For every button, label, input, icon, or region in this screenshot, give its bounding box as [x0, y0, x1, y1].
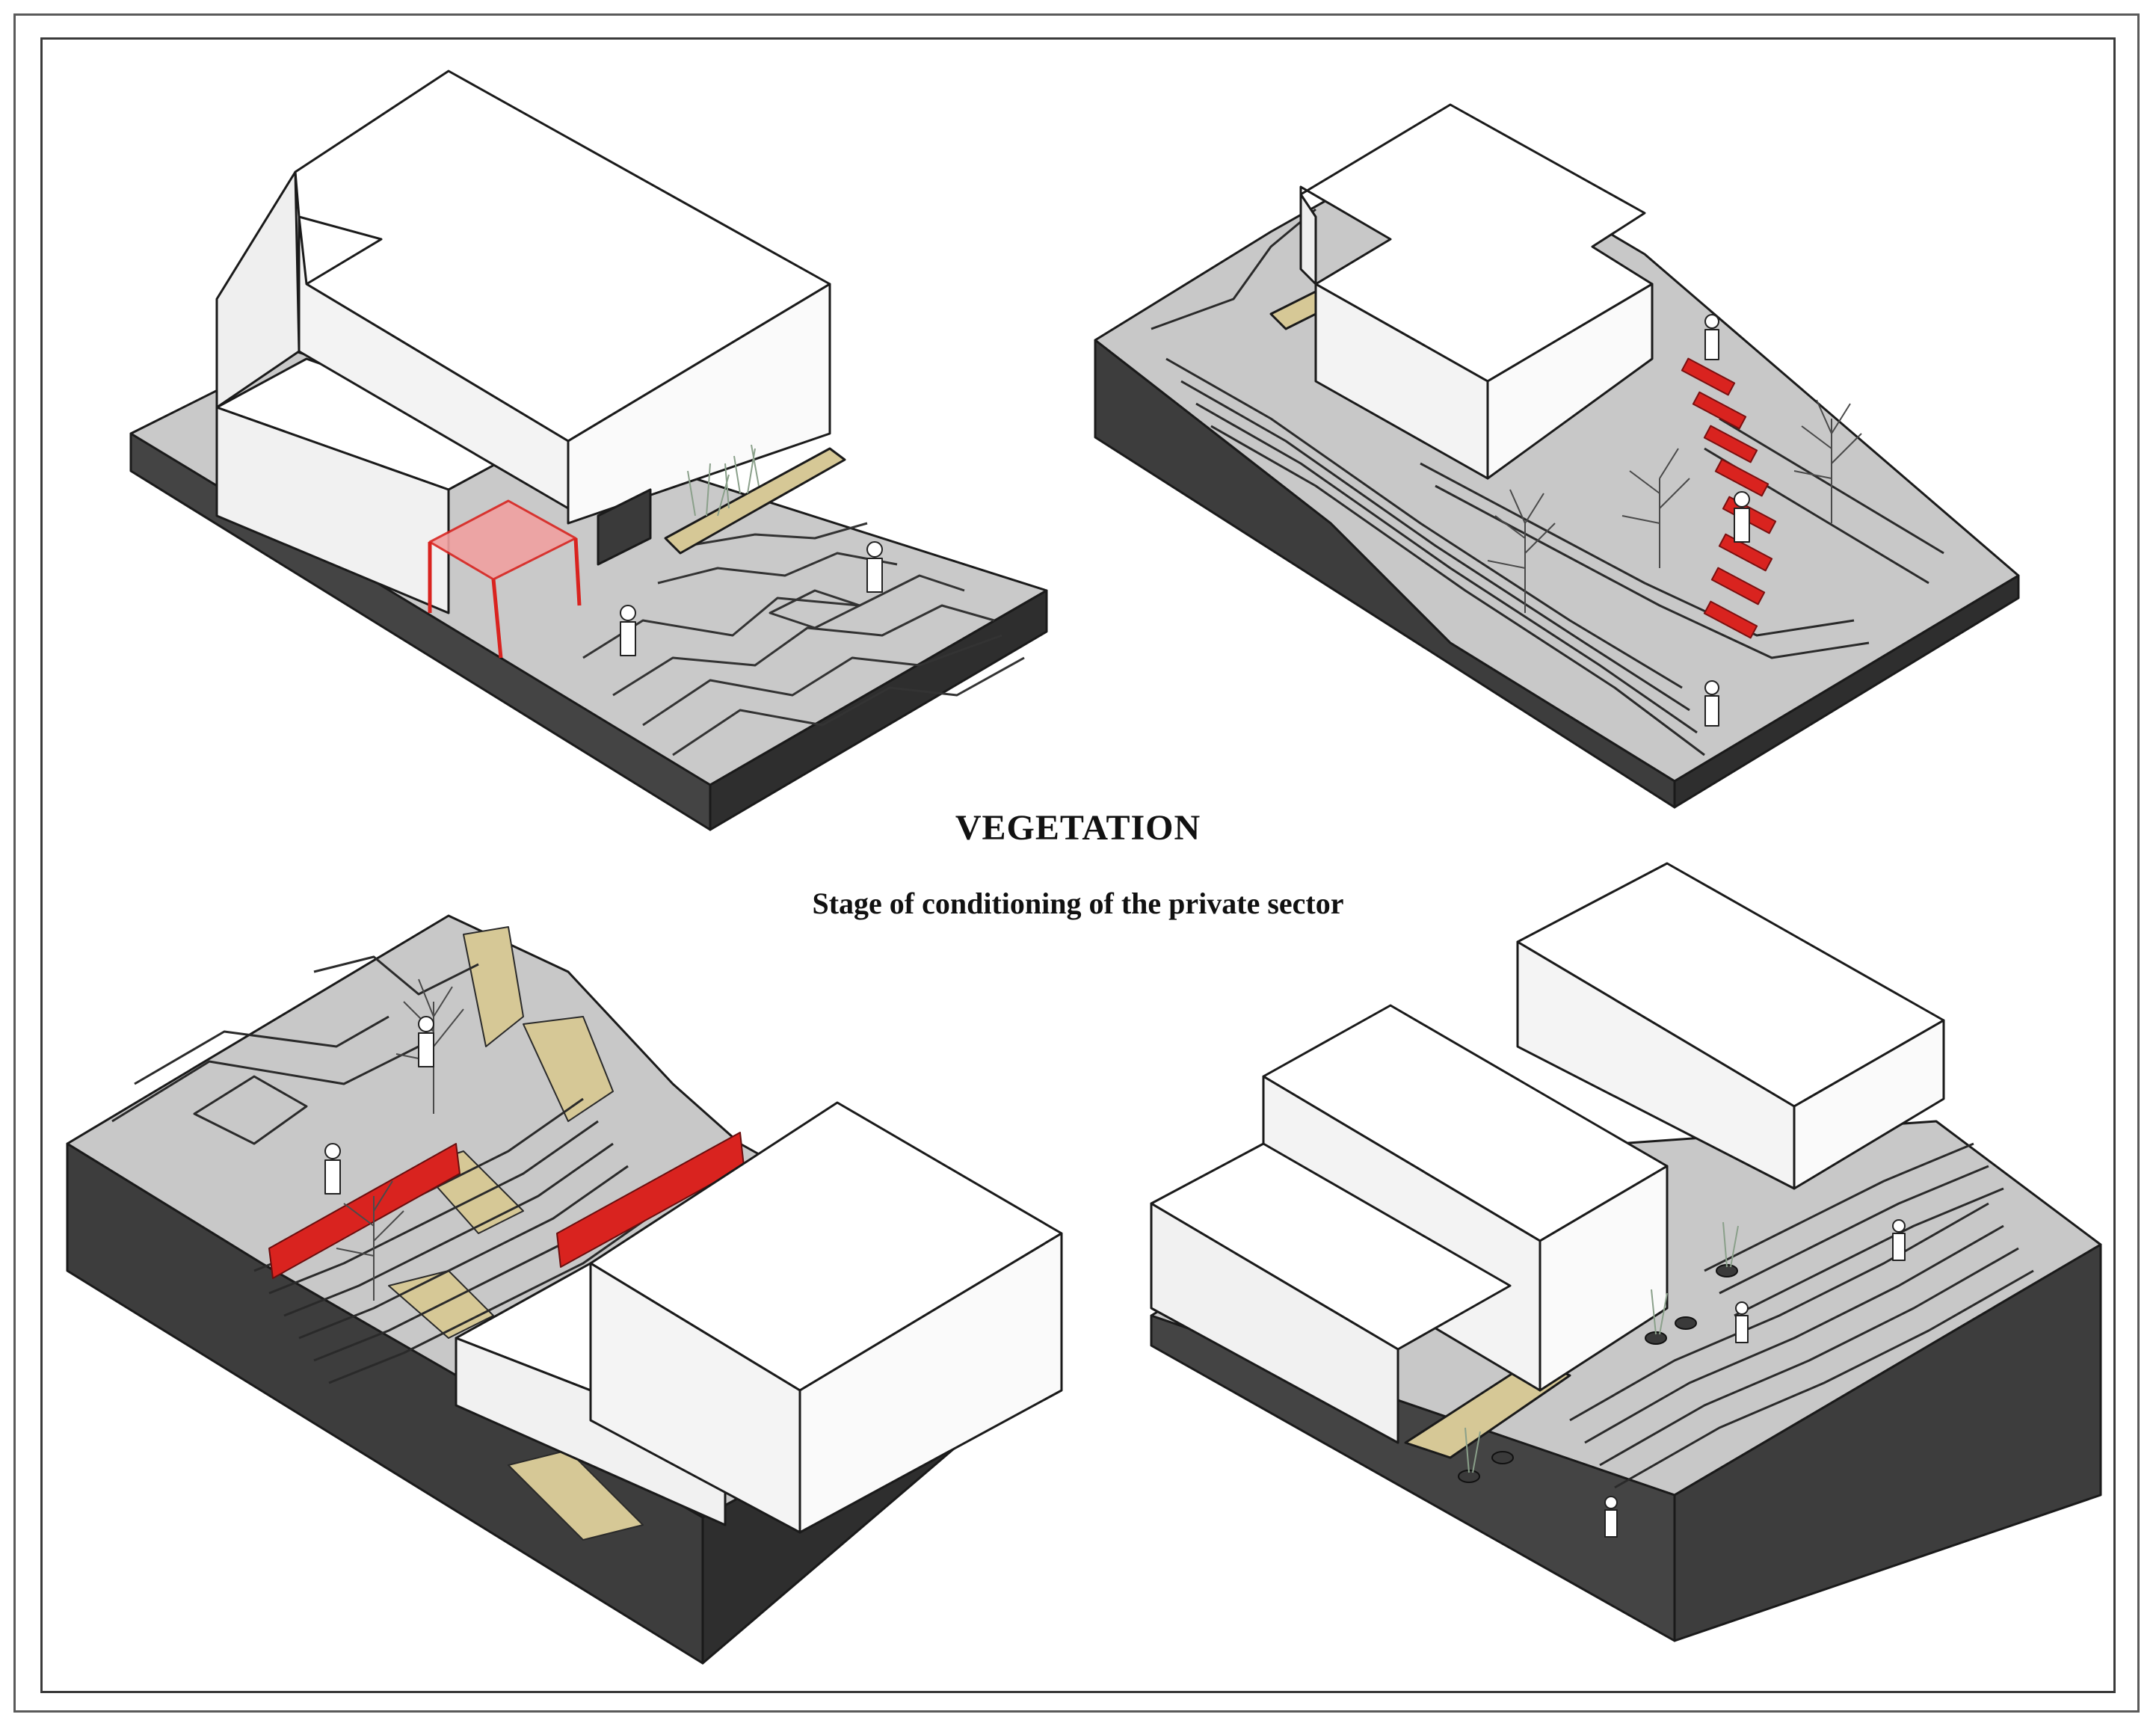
building-low-front	[1150, 1202, 1399, 1444]
terrace-lines	[1151, 208, 1944, 756]
red-stair	[1681, 357, 1777, 639]
shrubs	[1464, 1221, 1739, 1473]
building-left	[1299, 193, 1317, 286]
building-rear-side	[1793, 1019, 1945, 1190]
diagram-title: VEGETATION	[955, 808, 1201, 848]
building-side	[1486, 283, 1654, 480]
shrubs	[687, 444, 760, 517]
human-figures	[1604, 1219, 1906, 1538]
view-top-right	[1094, 103, 2020, 809]
planter	[664, 447, 846, 555]
building-front-side	[1539, 1165, 1669, 1392]
terrain-side-right	[1673, 574, 2020, 809]
main-building-side	[567, 283, 831, 525]
trees	[1487, 399, 1862, 613]
human-figures	[620, 541, 883, 656]
outer-frame	[13, 13, 2140, 1713]
terrain-side-left	[1150, 1314, 1676, 1642]
main-building-left	[215, 170, 301, 409]
human-figures	[1704, 314, 1750, 727]
terrace-lines	[1569, 1142, 2034, 1489]
inner-frame	[40, 37, 2116, 1693]
doorway	[597, 488, 652, 566]
view-top-left	[129, 70, 1048, 831]
terrain-side-dark	[1094, 339, 1676, 809]
diagram-subtitle: Stage of conditioning of the private sec…	[812, 887, 1344, 920]
view-bottom-right	[1150, 862, 2102, 1642]
red-canopy	[428, 499, 582, 659]
lower-block-front	[215, 406, 450, 614]
view-bottom-left	[66, 914, 1063, 1665]
building-side	[798, 1232, 1063, 1534]
human-figures	[324, 1016, 434, 1195]
contour-lines	[582, 522, 1025, 756]
red-walls	[268, 1132, 745, 1279]
